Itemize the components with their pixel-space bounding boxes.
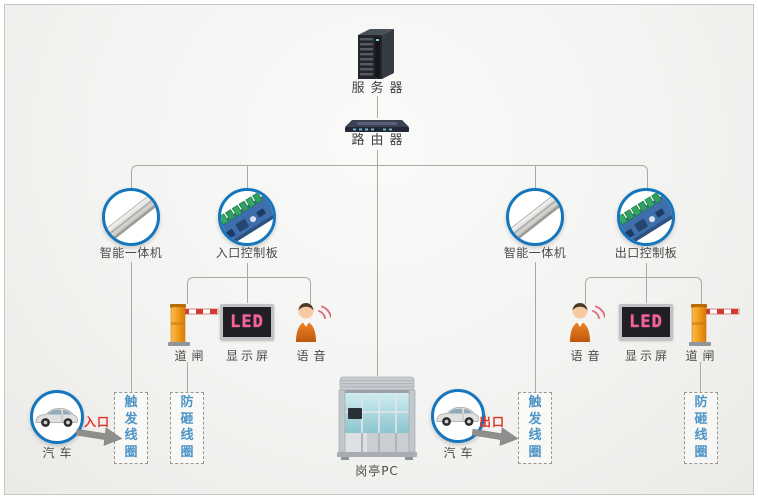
entrance-trigger-coil-box: 触发线圈 xyxy=(114,392,148,464)
exit-control-board-label: 出口控制板 xyxy=(614,246,678,260)
connector-entrance-board-display xyxy=(247,263,248,303)
entrance-car-icon xyxy=(30,390,84,444)
connector-entrance-gate-antismash-coil xyxy=(187,362,188,392)
connector-entrance-sub-bus xyxy=(187,277,311,304)
exit-voice-label: 语音 xyxy=(570,349,605,363)
entrance-control-board-icon xyxy=(218,188,276,246)
connector-exit-gate-antismash-coil xyxy=(700,362,701,392)
exit-direction-arrow-icon xyxy=(471,421,522,451)
exit-trigger-coil-box: 触发线圈 xyxy=(518,392,552,464)
connector-exit-board-display xyxy=(646,263,647,303)
server-label: 服务器 xyxy=(351,81,409,96)
guard-booth-label: 岗亭PC xyxy=(355,464,399,478)
connector-bus-exit-allinone xyxy=(535,165,536,188)
entrance-voice-icon xyxy=(293,300,331,344)
connector-router-booth xyxy=(377,150,378,376)
entrance-display-label: 显示屏 xyxy=(225,349,271,363)
entrance-antismash-coil-box: 防砸线圈 xyxy=(170,392,204,464)
entrance-gate-label: 道闸 xyxy=(174,349,209,363)
entrance-allinone-icon xyxy=(102,188,160,246)
exit-gate-label: 道闸 xyxy=(685,349,720,363)
exit-allinone-label: 智能一体机 xyxy=(503,246,567,260)
guard-booth-icon xyxy=(332,376,422,462)
exit-barrier-gate-icon xyxy=(689,301,741,347)
connector-main-bus xyxy=(131,165,648,188)
connector-exit-allinone-trigger-coil xyxy=(535,262,536,392)
exit-display-label: 显示屏 xyxy=(624,349,670,363)
entrance-direction-label: 入口 xyxy=(84,415,111,429)
entrance-barrier-gate-icon xyxy=(168,301,220,347)
exit-direction-label: 出口 xyxy=(479,415,506,429)
router-label: 路由器 xyxy=(351,133,409,148)
connector-entrance-allinone-trigger-coil xyxy=(131,262,132,392)
entrance-allinone-label: 智能一体机 xyxy=(99,246,163,260)
exit-antismash-coil-label: 防砸线圈 xyxy=(694,395,708,460)
entrance-car-label: 汽车 xyxy=(42,446,77,460)
connector-server-router xyxy=(377,96,378,118)
exit-led-text: LED xyxy=(629,312,663,332)
entrance-voice-label: 语音 xyxy=(296,349,331,363)
entrance-control-board-label: 入口控制板 xyxy=(215,246,279,260)
connector-exit-sub-bus xyxy=(585,277,702,304)
exit-allinone-icon xyxy=(506,188,564,246)
entrance-trigger-coil-label: 触发线圈 xyxy=(124,395,138,460)
server-icon xyxy=(352,28,400,82)
exit-voice-icon xyxy=(567,300,605,344)
entrance-direction-arrow-icon xyxy=(75,421,126,451)
exit-antismash-coil-box: 防砸线圈 xyxy=(684,392,718,464)
entrance-led-display-icon: LED xyxy=(220,304,274,340)
exit-car-label: 汽车 xyxy=(443,446,478,460)
entrance-led-text: LED xyxy=(230,312,264,332)
entrance-antismash-coil-label: 防砸线圈 xyxy=(180,395,194,460)
exit-control-board-icon xyxy=(617,188,675,246)
exit-led-display-icon: LED xyxy=(619,304,673,340)
exit-trigger-coil-label: 触发线圈 xyxy=(528,395,542,460)
router-icon xyxy=(345,116,409,134)
connector-bus-entrance-board xyxy=(247,165,248,188)
